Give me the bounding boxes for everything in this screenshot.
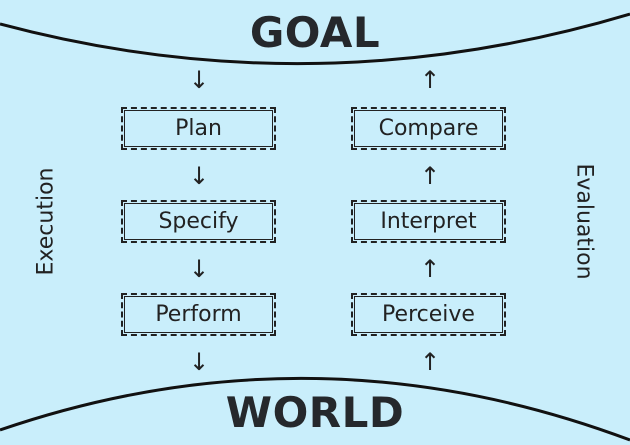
- execution-arrow-down-icon: ↓: [188, 348, 210, 376]
- execution-arrow-down-icon: ↓: [188, 255, 210, 283]
- evaluation-arrow-up-icon: ↑: [419, 255, 441, 283]
- step-specify: Specify: [121, 200, 276, 243]
- world-curve: [0, 376, 630, 442]
- execution-arrow-down-icon: ↓: [188, 162, 210, 190]
- evaluation-arrow-up-icon: ↑: [419, 162, 441, 190]
- goal-curve: [0, 12, 630, 66]
- step-interpret: Interpret: [351, 200, 506, 243]
- step-perform: Perform: [121, 293, 276, 336]
- execution-label: Execution: [33, 167, 59, 276]
- step-perceive: Perceive: [351, 293, 506, 336]
- evaluation-arrow-up-icon: ↑: [419, 66, 441, 94]
- evaluation-arrow-up-icon: ↑: [419, 348, 441, 376]
- step-compare: Compare: [351, 107, 506, 150]
- goal-label: GOAL: [249, 8, 381, 57]
- world-label: WORLD: [225, 388, 405, 437]
- execution-arrow-down-icon: ↓: [188, 66, 210, 94]
- step-plan: Plan: [121, 107, 276, 150]
- evaluation-label: Evaluation: [571, 163, 597, 280]
